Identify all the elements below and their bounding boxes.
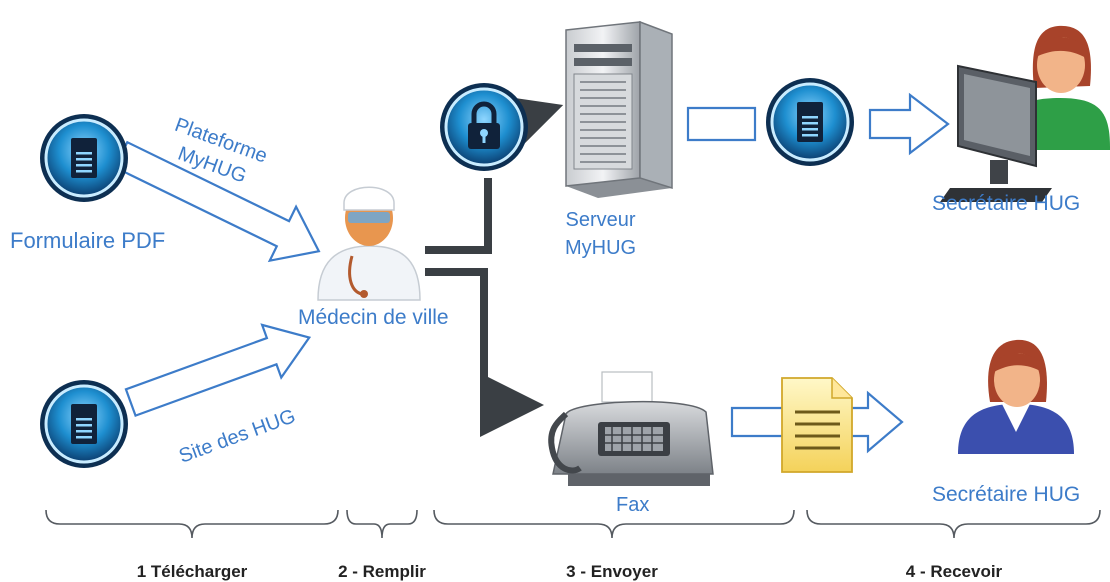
step-3-label: 3 - Envoyer [566, 562, 658, 581]
document-page-icon [781, 377, 853, 473]
line-doctor-to-lock [425, 178, 492, 254]
step-4-label: 4 - Recevoir [905, 562, 1003, 581]
fax-icon [548, 371, 714, 486]
label-fax: Fax [616, 494, 650, 516]
arrow-site-to-doctor [124, 323, 312, 418]
label-secretary-bottom: Secrétaire HUG [932, 483, 1081, 506]
label-doctor: Médecin de ville [298, 306, 449, 329]
label-server: Serveur MyHUG [565, 209, 637, 259]
brace-step-3 [433, 509, 795, 539]
label-secretary-top: Secrétaire HUG [932, 192, 1081, 215]
step-1-label: 1 Télécharger [136, 562, 248, 581]
arrow-document-to-secretary-bottom [846, 390, 904, 454]
document-icon-myhug [766, 78, 854, 166]
label-pdf-form: Formulaire PDF [10, 228, 166, 253]
secretary-bottom-icon [958, 339, 1074, 454]
step-2-label: 2 - Remplir [338, 562, 426, 581]
brace-step-4 [806, 509, 1101, 539]
brace-step-2 [346, 509, 418, 539]
doctor-icon [317, 186, 421, 301]
document-icon-site [40, 380, 128, 468]
arrow-pdf-to-doctor [113, 140, 321, 263]
brace-step-1 [45, 509, 339, 539]
document-icon-pdf [40, 114, 128, 202]
lock-icon [440, 83, 528, 171]
arrow-server-to-disc [686, 106, 757, 142]
secretary-top-icon [940, 25, 1110, 202]
server-icon [565, 20, 673, 198]
arrow-disc-to-secretary-top [868, 92, 950, 156]
line-doctor-to-fax [425, 268, 544, 437]
